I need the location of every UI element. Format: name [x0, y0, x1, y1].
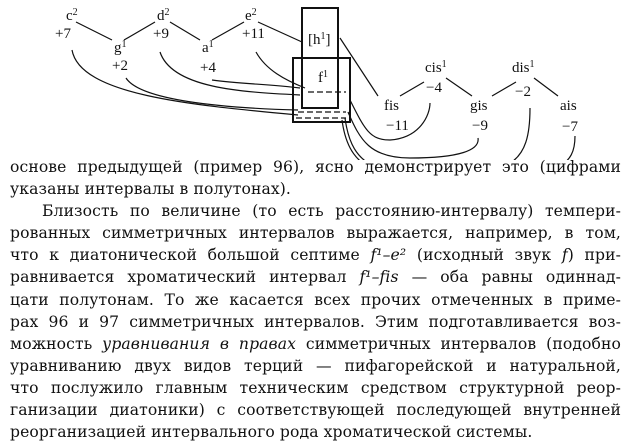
note-g1: g1	[114, 39, 127, 56]
text-line: основе предыдущей (пример 96), ясно демо…	[10, 158, 621, 176]
num-gis: −9	[472, 118, 488, 134]
text-line: что к диатонической большой септиме f¹–e…	[10, 244, 621, 266]
formula: f¹–e²	[370, 246, 407, 265]
note-labels: c2 +7 g1 +2 d2 +9 a1 +4 e2 +11 [h1] f1 f…	[55, 7, 578, 135]
note-d2: d2	[157, 7, 170, 24]
note-f1: f1	[318, 69, 328, 86]
note-e2: e2	[245, 7, 257, 24]
body-text: основе предыдущей (пример 96), ясно демо…	[10, 156, 621, 443]
text-line: можность уравнивания в правах симметричн…	[10, 333, 621, 355]
text-line: цати полутонам. То же касается всех проч…	[10, 290, 621, 309]
num-c2: +7	[55, 26, 71, 42]
text-line: равнивается хроматический интервал f¹–fi…	[10, 266, 621, 288]
num-dis1: −2	[515, 84, 531, 100]
text-span: равнивается хроматический интервал	[10, 268, 360, 287]
text-span: симметричных интервалов (подобно	[296, 334, 621, 353]
note-ais: ais	[560, 98, 577, 114]
note-dis1: dis1	[512, 59, 535, 76]
num-e2: +11	[242, 26, 265, 42]
note-fis: fis	[384, 98, 399, 114]
formula: f	[561, 246, 568, 265]
num-fis: −11	[386, 118, 409, 134]
text-line: уравниванию двух видов терций — пифагоре…	[10, 356, 621, 375]
text-line: рованных симметричных интервалов выражае…	[10, 224, 621, 243]
formula: f¹–fis	[359, 268, 399, 287]
num-d2: +9	[153, 26, 169, 42]
note-cis1: cis1	[425, 59, 447, 76]
text-line: рах 96 и 97 симметричных интервалов. Эти…	[10, 312, 621, 331]
emphasis: уравнивания в правах	[102, 334, 297, 353]
text-span: что к диатонической большой септиме	[10, 246, 371, 265]
text-span: (исходный звук	[406, 246, 562, 265]
num-g1: +2	[112, 58, 128, 74]
text-line: что послужило главным техническим средст…	[10, 378, 621, 397]
note-a1: a1	[202, 39, 214, 56]
text-line: указаны интервалы в полутонах).	[10, 180, 291, 199]
num-a1: +4	[200, 60, 216, 76]
text-line: реорганизацией интервального рода хромат…	[10, 423, 533, 442]
note-gis: gis	[470, 98, 488, 114]
num-ais: −7	[562, 119, 578, 135]
note-c2: c2	[66, 7, 78, 24]
interval-diagram: c2 +7 g1 +2 d2 +9 a1 +4 e2 +11 [h1] f1 f…	[55, 7, 578, 160]
text-line: ганизации диатоники) с соответствующей п…	[10, 401, 621, 420]
text-line: Близость по величине (то есть расстоянию…	[42, 202, 621, 221]
num-cis1: −4	[426, 80, 442, 96]
text-span: можность	[10, 334, 103, 353]
text-span: ) при-	[567, 246, 621, 265]
diagram-lines	[71, 7, 576, 160]
text-span: — оба равны одиннад-	[398, 268, 621, 287]
note-h1: [h1]	[308, 31, 331, 48]
